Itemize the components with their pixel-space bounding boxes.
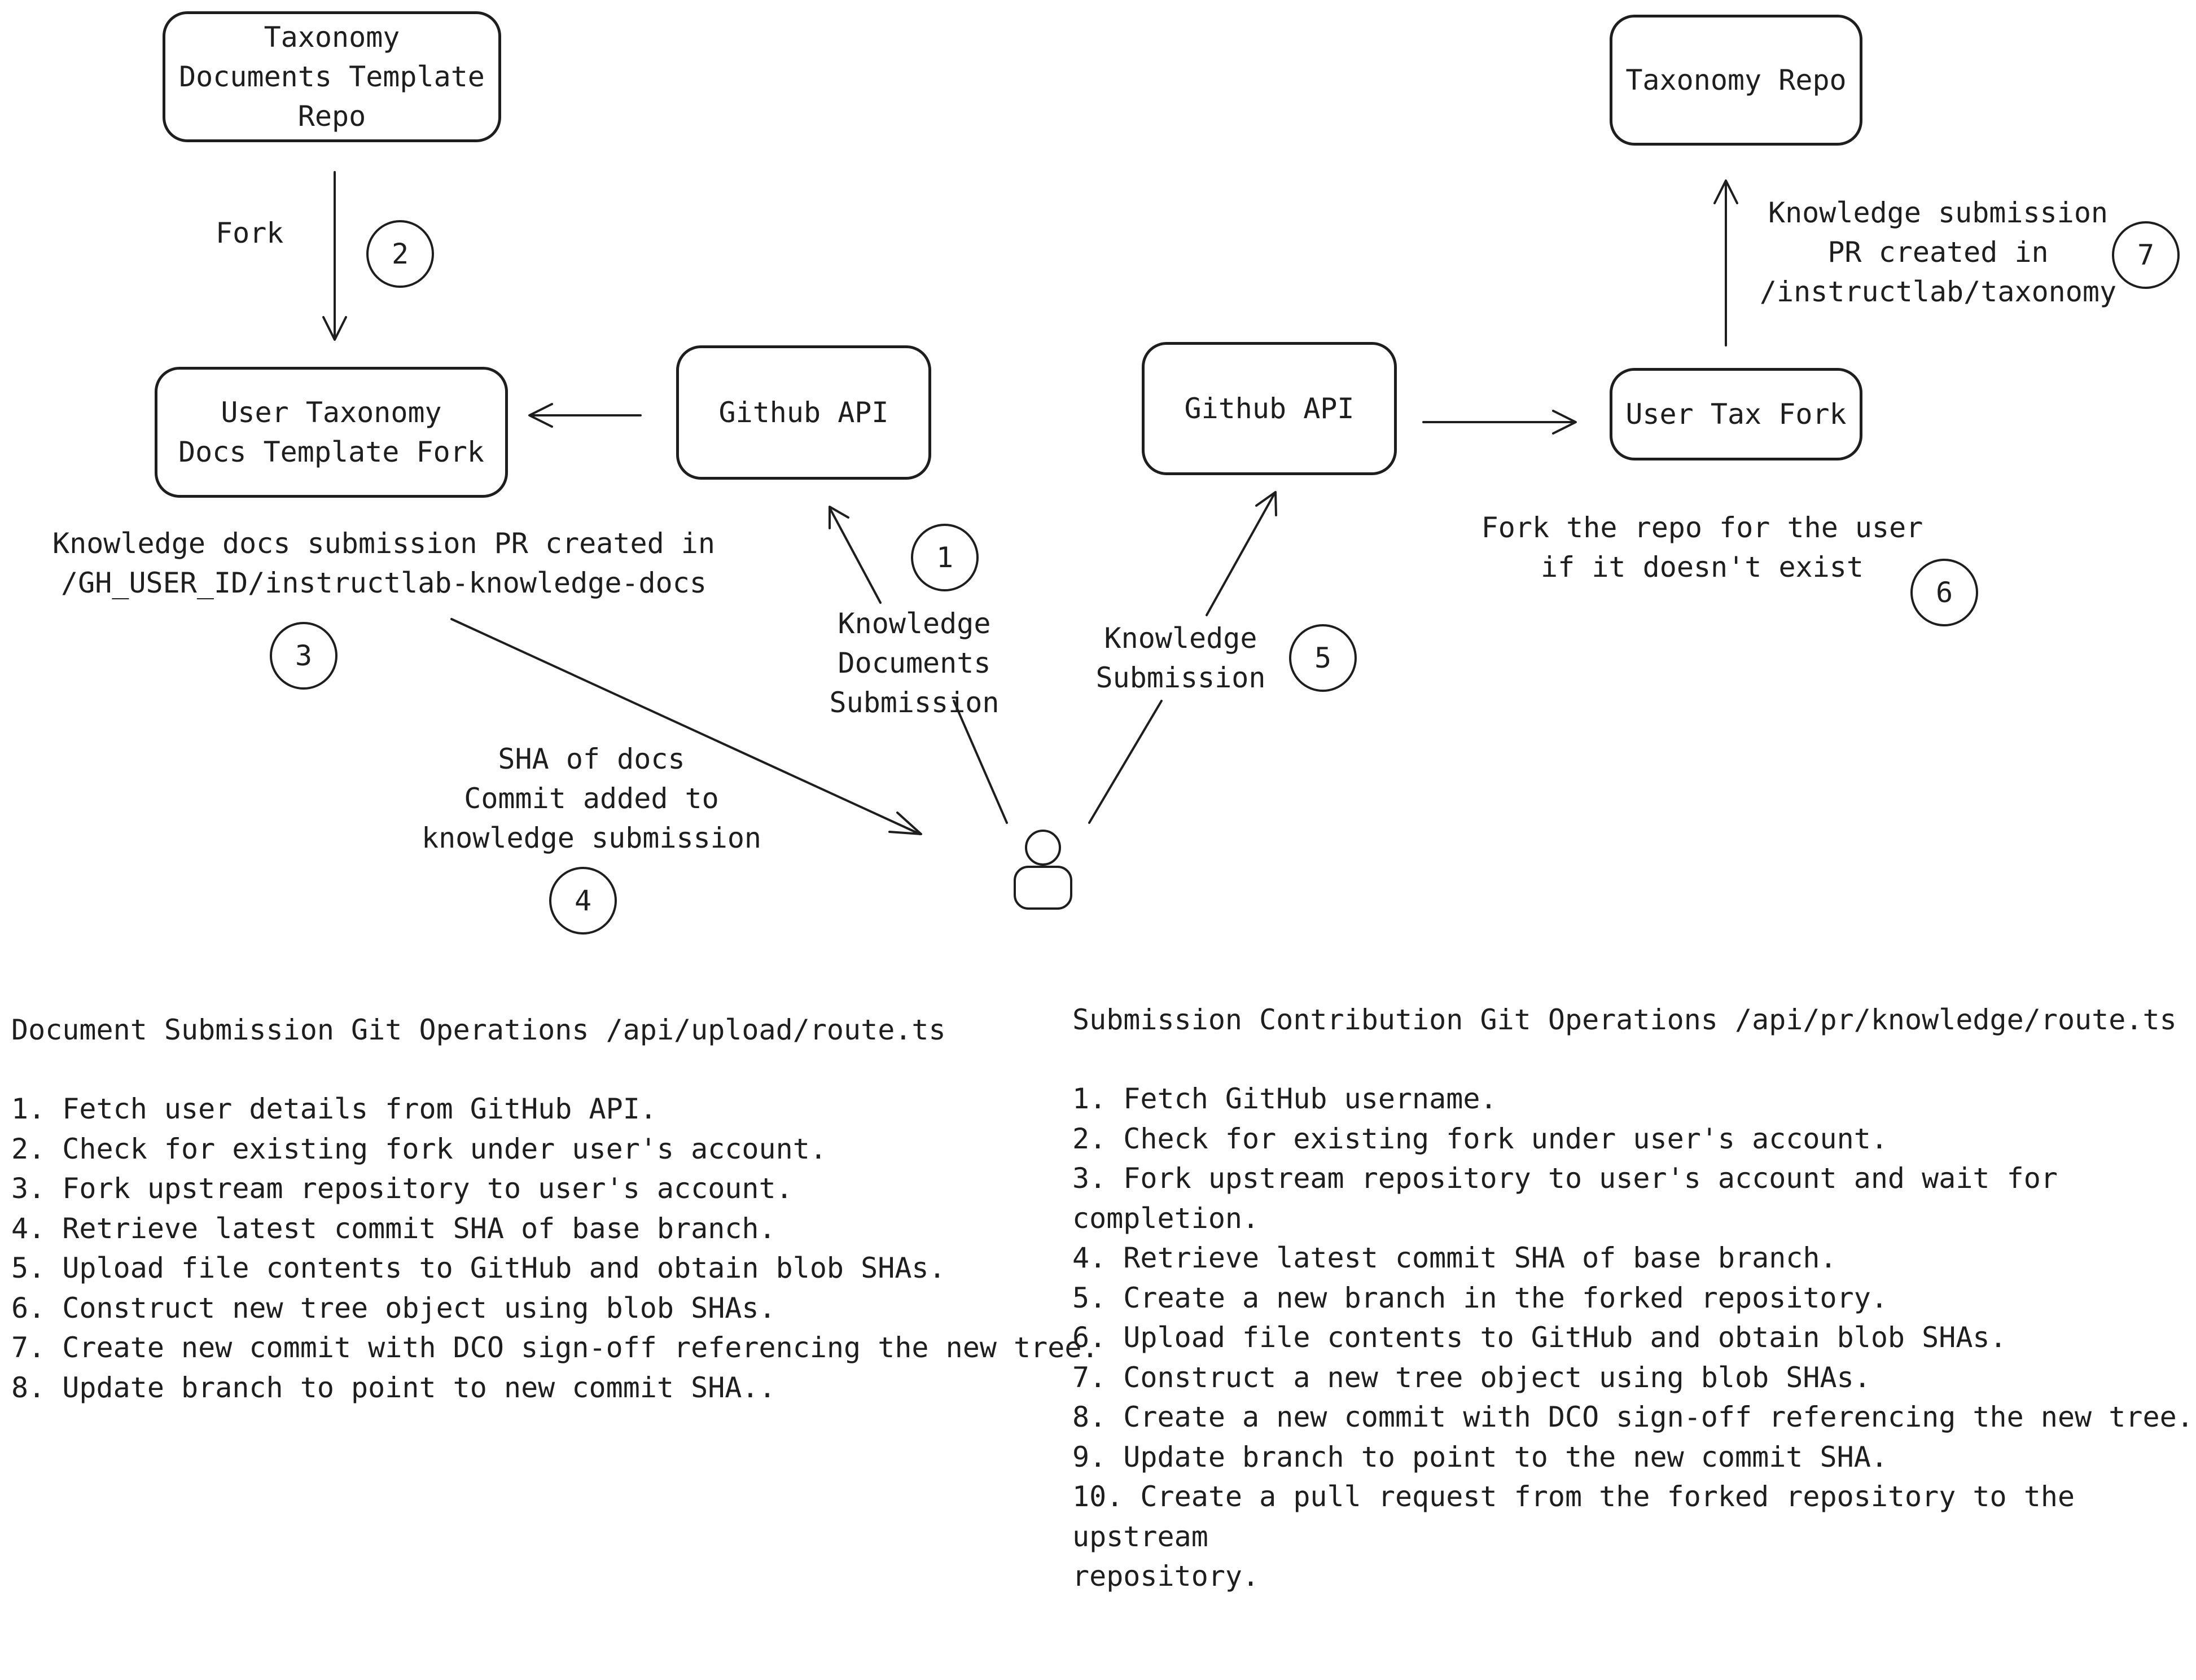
arrow-to-api-right (1206, 491, 1277, 616)
contribution-ops-item: 7. Construct a new tree object using blo… (1072, 1361, 1871, 1394)
arrow-tax-fork-to-taxonomy (1713, 179, 1738, 346)
contribution-ops-list: 1. Fetch GitHub username. 2. Check for e… (1072, 1079, 2196, 1596)
contribution-ops-item: 2. Check for existing fork under user's … (1072, 1122, 1888, 1155)
arrow-api-to-tax-fork (1422, 410, 1577, 435)
taxonomy-repo-box: Taxonomy Repo (1610, 15, 1862, 146)
arrow-api-to-docs-fork (528, 403, 642, 428)
step-3-badge: 3 (270, 622, 337, 690)
contribution-ops-item: 5. Create a new branch in the forked rep… (1072, 1281, 1888, 1314)
github-api-left-box: Github API (676, 345, 931, 480)
knowledge-submission-label: Knowledge Submission (1095, 622, 1266, 694)
contribution-ops-block: Submission Contribution Git Operations /… (1072, 1000, 2196, 1596)
github-api-right-label: Github API (1184, 392, 1355, 425)
user-icon (1014, 830, 1072, 910)
step-6-badge: 6 (1910, 559, 1978, 626)
docs-pr-label: Knowledge docs submission PR created in … (52, 527, 715, 599)
knowledge-docs-submission-label: Knowledge Documents Submission (829, 607, 1000, 719)
contribution-ops-item: 4. Retrieve latest commit SHA of base br… (1072, 1242, 1837, 1274)
arrow-sha-to-user (450, 618, 922, 835)
document-ops-item: 3. Fork upstream repository to user's ac… (11, 1172, 793, 1205)
template-repo-box: Taxonomy Documents Template Repo (163, 11, 501, 142)
step-2-badge: 2 (366, 220, 434, 288)
contribution-ops-item: 6. Upload file contents to GitHub and ob… (1072, 1321, 2007, 1354)
contribution-ops-item: 9. Update branch to point to the new com… (1072, 1440, 1888, 1473)
contribution-ops-item: 8. Create a new commit with DCO sign-off… (1072, 1401, 2194, 1433)
document-ops-block: Document Submission Git Operations /api/… (11, 1010, 1099, 1407)
github-api-right-box: Github API (1142, 342, 1397, 475)
document-ops-item: 6. Construct new tree object using blob … (11, 1291, 776, 1324)
user-tax-fork-box: User Tax Fork (1610, 368, 1862, 460)
line-user-to-knowledge-submission (1088, 700, 1163, 824)
step-4-badge: 4 (549, 867, 617, 935)
fork-repo-user-label: Fork the repo for the user if it doesn't… (1481, 511, 1923, 584)
pr-taxonomy-label: Knowledge submission PR created in /inst… (1759, 196, 2117, 308)
document-ops-list: 1. Fetch user details from GitHub API. 2… (11, 1089, 1099, 1407)
arrow-fork (322, 171, 347, 341)
document-ops-item: 5. Upload file contents to GitHub and ob… (11, 1252, 946, 1284)
document-ops-item: 7. Create new commit with DCO sign-off r… (11, 1331, 1099, 1364)
step-7-badge: 7 (2112, 221, 2180, 289)
line-docs-submission-to-user (953, 700, 1008, 824)
document-ops-item: 8. Update branch to point to new commit … (11, 1371, 776, 1404)
document-ops-item: 1. Fetch user details from GitHub API. (11, 1093, 657, 1125)
step-5-badge: 5 (1289, 624, 1357, 692)
github-api-left-label: Github API (718, 396, 889, 429)
user-tax-fork-label: User Tax Fork (1625, 398, 1847, 431)
contribution-ops-item: 1. Fetch GitHub username. (1072, 1082, 1497, 1115)
contribution-ops-item: 10. Create a pull request from the forke… (1072, 1480, 2075, 1593)
step-1-badge: 1 (911, 524, 979, 591)
sha-docs-label: SHA of docs Commit added to knowledge su… (421, 743, 762, 854)
contribution-ops-item: 3. Fork upstream repository to user's ac… (1072, 1162, 2075, 1235)
document-ops-title: Document Submission Git Operations /api/… (11, 1014, 946, 1046)
document-ops-item: 2. Check for existing fork under user's … (11, 1132, 827, 1165)
document-ops-item: 4. Retrieve latest commit SHA of base br… (11, 1212, 776, 1245)
arrow-user-to-api-left (829, 506, 882, 604)
contribution-ops-title: Submission Contribution Git Operations /… (1072, 1003, 2177, 1036)
fork-label: Fork (216, 217, 284, 249)
taxonomy-repo-label: Taxonomy Repo (1625, 64, 1847, 96)
user-docs-fork-box: User Taxonomy Docs Template Fork (155, 367, 508, 498)
user-docs-fork-label: User Taxonomy Docs Template Fork (178, 396, 484, 468)
template-repo-label: Taxonomy Documents Template Repo (179, 21, 485, 133)
